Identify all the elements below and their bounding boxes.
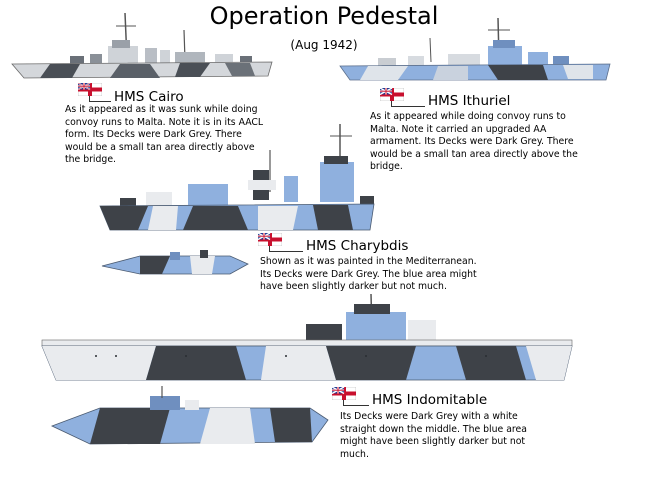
ship-description-ithuriel: As it appeared while doing convoy runs t…: [370, 111, 578, 173]
name-underline: [391, 106, 425, 107]
white-ensign-icon: [332, 387, 356, 400]
hms-ithuriel-profile: [339, 17, 611, 81]
hms-indomitable-plan-view: [50, 386, 329, 445]
ship-description-cairo: As it appeared as it was sunk while doin…: [65, 104, 264, 166]
ensign-staff: [343, 400, 344, 406]
ship-description-charybdis: Shown as it was painted in the Mediterra…: [260, 256, 477, 293]
page-title: Operation Pedestal: [209, 2, 439, 30]
ensign-staff: [391, 101, 392, 107]
white-ensign-icon: [380, 88, 404, 101]
ship-description-indomitable: Its Decks were Dark Grey with a white st…: [340, 411, 527, 460]
name-underline: [343, 405, 369, 406]
hms-indomitable-profile: [41, 293, 573, 381]
white-ensign-icon: [78, 83, 102, 96]
name-underline: [269, 251, 303, 252]
hms-cairo-profile: [11, 12, 273, 79]
ensign-staff: [89, 96, 90, 102]
white-ensign-icon: [258, 233, 282, 246]
name-underline: [89, 101, 111, 102]
hms-charybdis-profile: [99, 124, 375, 231]
page-subtitle: (Aug 1942): [290, 38, 358, 52]
ship-name-indomitable: HMS Indomitable: [372, 392, 488, 408]
ship-name-charybdis: HMS Charybdis: [306, 238, 409, 254]
ensign-staff: [269, 246, 270, 252]
hms-charybdis-plan-view: [101, 250, 249, 275]
ship-name-cairo: HMS Cairo: [114, 89, 184, 105]
ship-name-ithuriel: HMS Ithuriel: [428, 93, 511, 109]
